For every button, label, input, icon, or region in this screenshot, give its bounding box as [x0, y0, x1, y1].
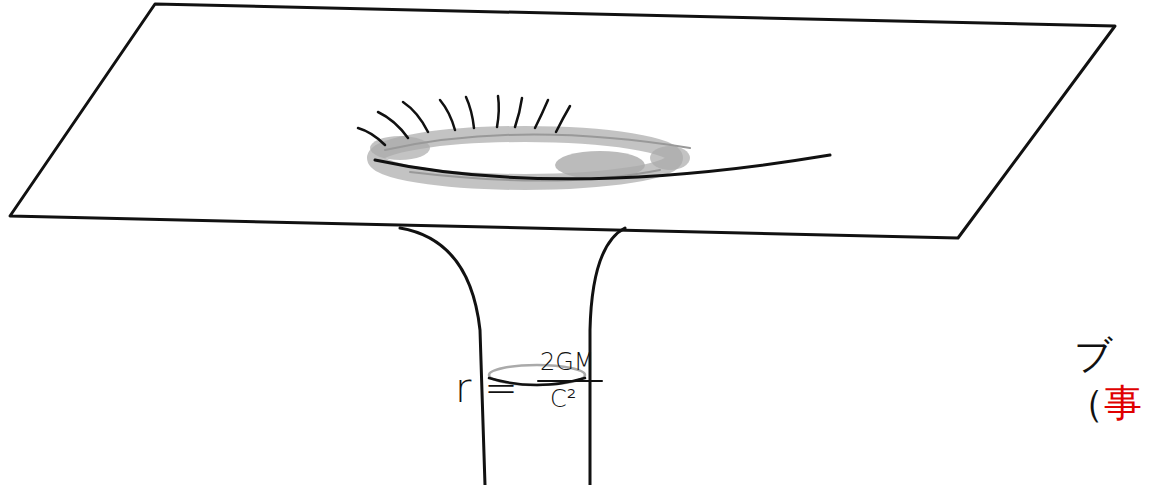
japanese-caption: （	[1066, 384, 1104, 422]
funnel-right	[590, 228, 625, 485]
funnel-rim	[375, 155, 830, 179]
formula-text: r =	[455, 368, 518, 408]
formula-text: 2GM	[540, 350, 595, 374]
accretion-disk	[370, 134, 690, 182]
japanese-caption: 事	[1104, 384, 1142, 422]
spacetime-sheet	[10, 4, 1115, 238]
japanese-caption: ブ	[1074, 336, 1113, 374]
funnel-left	[400, 228, 485, 485]
formula-text: C²	[550, 387, 576, 411]
fraction-bar	[538, 380, 602, 382]
light-ticks	[358, 96, 570, 145]
